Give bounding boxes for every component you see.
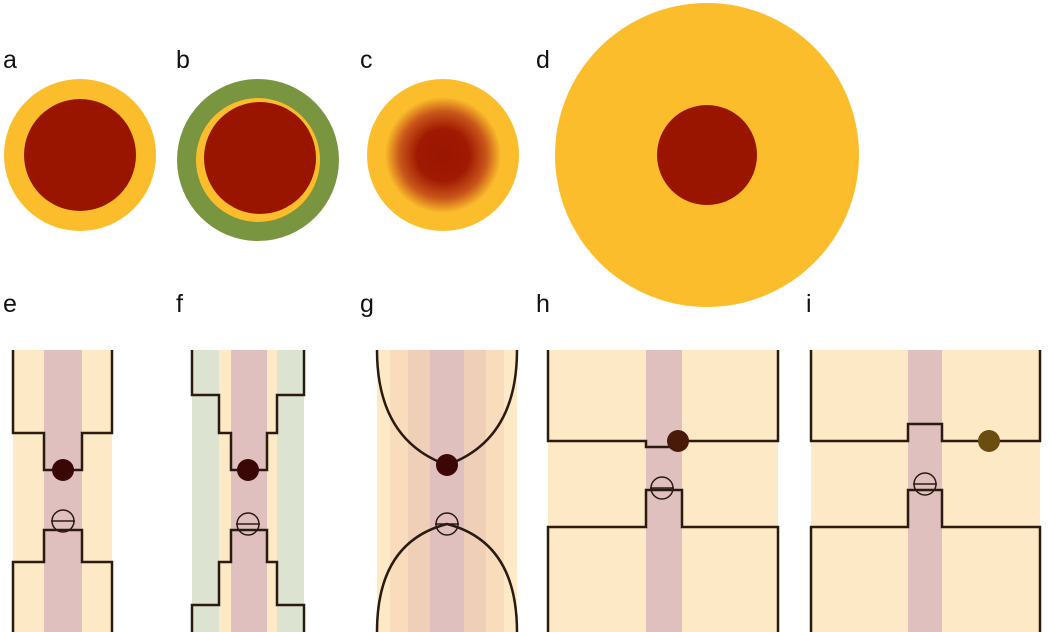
core-band	[430, 350, 464, 632]
panel-label-a: a	[3, 46, 17, 74]
core-band	[231, 350, 267, 632]
lower-profile-outline	[809, 488, 1042, 632]
panel-label-h: h	[536, 290, 550, 318]
panel-a	[4, 79, 156, 231]
filled-dot	[667, 430, 689, 452]
panel-h	[546, 350, 780, 632]
panel-label-i: i	[806, 290, 812, 318]
panel-label-b: b	[176, 46, 190, 74]
panel-label-d: d	[536, 46, 550, 74]
core-circle	[204, 102, 316, 214]
filled-dot	[237, 459, 259, 481]
filled-dot	[436, 454, 458, 476]
panel-label-g: g	[360, 290, 374, 318]
panel-i	[809, 350, 1042, 632]
panel-b	[177, 79, 339, 241]
panel-d	[555, 3, 859, 307]
core-band	[44, 350, 82, 632]
lower-profile-outline	[11, 528, 114, 632]
upper-profile-outline	[809, 350, 1042, 443]
panel-label-e: e	[3, 290, 17, 318]
panel-f	[190, 350, 306, 632]
panel-c	[367, 79, 519, 231]
graded-core-circle	[385, 97, 501, 213]
core-circle	[24, 99, 136, 211]
lower-profile-outline	[546, 488, 780, 632]
lower-profile-outline	[190, 528, 306, 632]
panel-g	[375, 349, 519, 632]
panel-label-f: f	[176, 290, 183, 318]
panel-label-c: c	[360, 46, 373, 74]
filled-dot	[978, 430, 1000, 452]
panel-e	[11, 350, 114, 632]
filled-dot	[52, 459, 74, 481]
core-circle	[657, 105, 757, 205]
upper-profile-outline	[546, 350, 780, 449]
